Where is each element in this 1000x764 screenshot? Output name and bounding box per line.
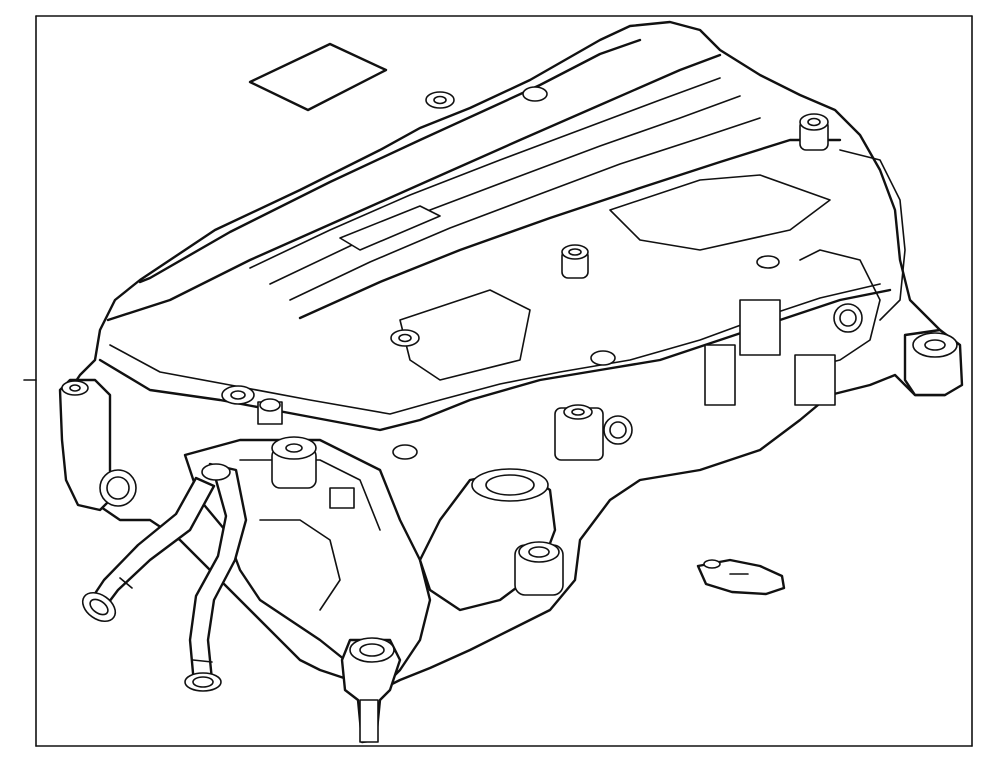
cover-plate-icon xyxy=(696,558,786,596)
hose-icon xyxy=(81,476,216,623)
bolt-boss-top xyxy=(425,86,548,109)
label-plate-icon xyxy=(248,42,388,112)
diagram-frame xyxy=(23,15,973,747)
hose-icon xyxy=(184,462,248,692)
inverter-assembly-icon xyxy=(58,20,964,744)
